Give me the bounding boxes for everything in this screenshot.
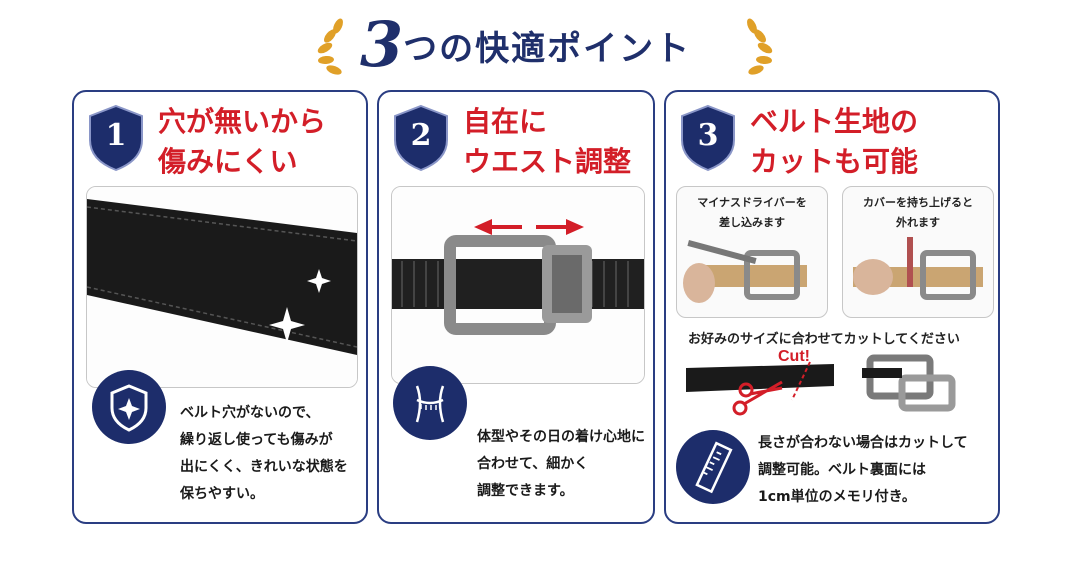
ruler-icon	[676, 430, 750, 504]
shield-badge-icon	[681, 104, 735, 172]
laurel-right-icon	[747, 18, 773, 75]
belt-cut-image	[686, 361, 834, 416]
card-description: 体型やその日の着け心地に 合わせて、細かく 調整できます。	[477, 429, 645, 499]
feature-card-3: 3 ベルト生地の カットも可能 マイナスドライバーを 差し込みます カバーを持ち…	[664, 90, 1000, 524]
step-photo-1: マイナスドライバーを 差し込みます	[676, 186, 828, 318]
number-badge: 1	[88, 104, 144, 172]
number-badge: 2	[393, 104, 449, 172]
card-heading: ベルト生地の カットも可能	[750, 105, 919, 178]
remove-cover-image	[853, 237, 983, 300]
buckle-parts-image	[862, 354, 956, 412]
title-number: 3	[360, 8, 404, 81]
card-heading: 穴が無いから 傷みにくい	[158, 105, 327, 178]
card-description: 長さが合わない場合はカットして 調整可能。ベルト裏面には 1cm単位のメモリ付き…	[758, 435, 968, 505]
shield-sparkle-icon	[92, 370, 166, 444]
shield-badge-icon	[89, 104, 143, 172]
cut-label: Cut!	[778, 348, 810, 365]
card-description: ベルト穴がないので、 繰り返し使っても傷みが 出にくく、きれいな状態を 保ちやす…	[180, 405, 348, 502]
cut-instruction: お好みのサイズに合わせてカットしてください	[688, 332, 960, 347]
waist-measure-icon	[393, 366, 467, 440]
title-text: つの快適ポイント	[403, 29, 692, 69]
scissors-icon	[732, 380, 783, 416]
number-badge: 3	[680, 104, 736, 172]
belt-strap-image	[87, 187, 357, 387]
feature-card-2: 2 自在に ウエスト調整 体型	[377, 90, 655, 524]
card-heading: 自在に ウエスト調整	[463, 105, 632, 178]
title-area: 3つの快適ポイント	[0, 0, 1073, 88]
step-photo-2: カバーを持ち上げると 外れます	[842, 186, 994, 318]
screwdriver-image	[683, 240, 807, 303]
page-title: 3つの快適ポイント	[360, 8, 691, 81]
buckle-image	[392, 187, 644, 383]
laurel-left-icon	[317, 18, 343, 75]
belt-photo	[86, 186, 358, 388]
step-label-2: カバーを持ち上げると 外れます	[863, 196, 973, 229]
feature-card-1: 1 穴が無いから 傷みにくい ベルト穴がないので、 繰り返し使っても傷みが 出に…	[72, 90, 368, 524]
shield-badge-icon	[394, 104, 448, 172]
buckle-photo	[391, 186, 645, 384]
step-label-1: マイナスドライバーを 差し込みます	[697, 196, 807, 229]
